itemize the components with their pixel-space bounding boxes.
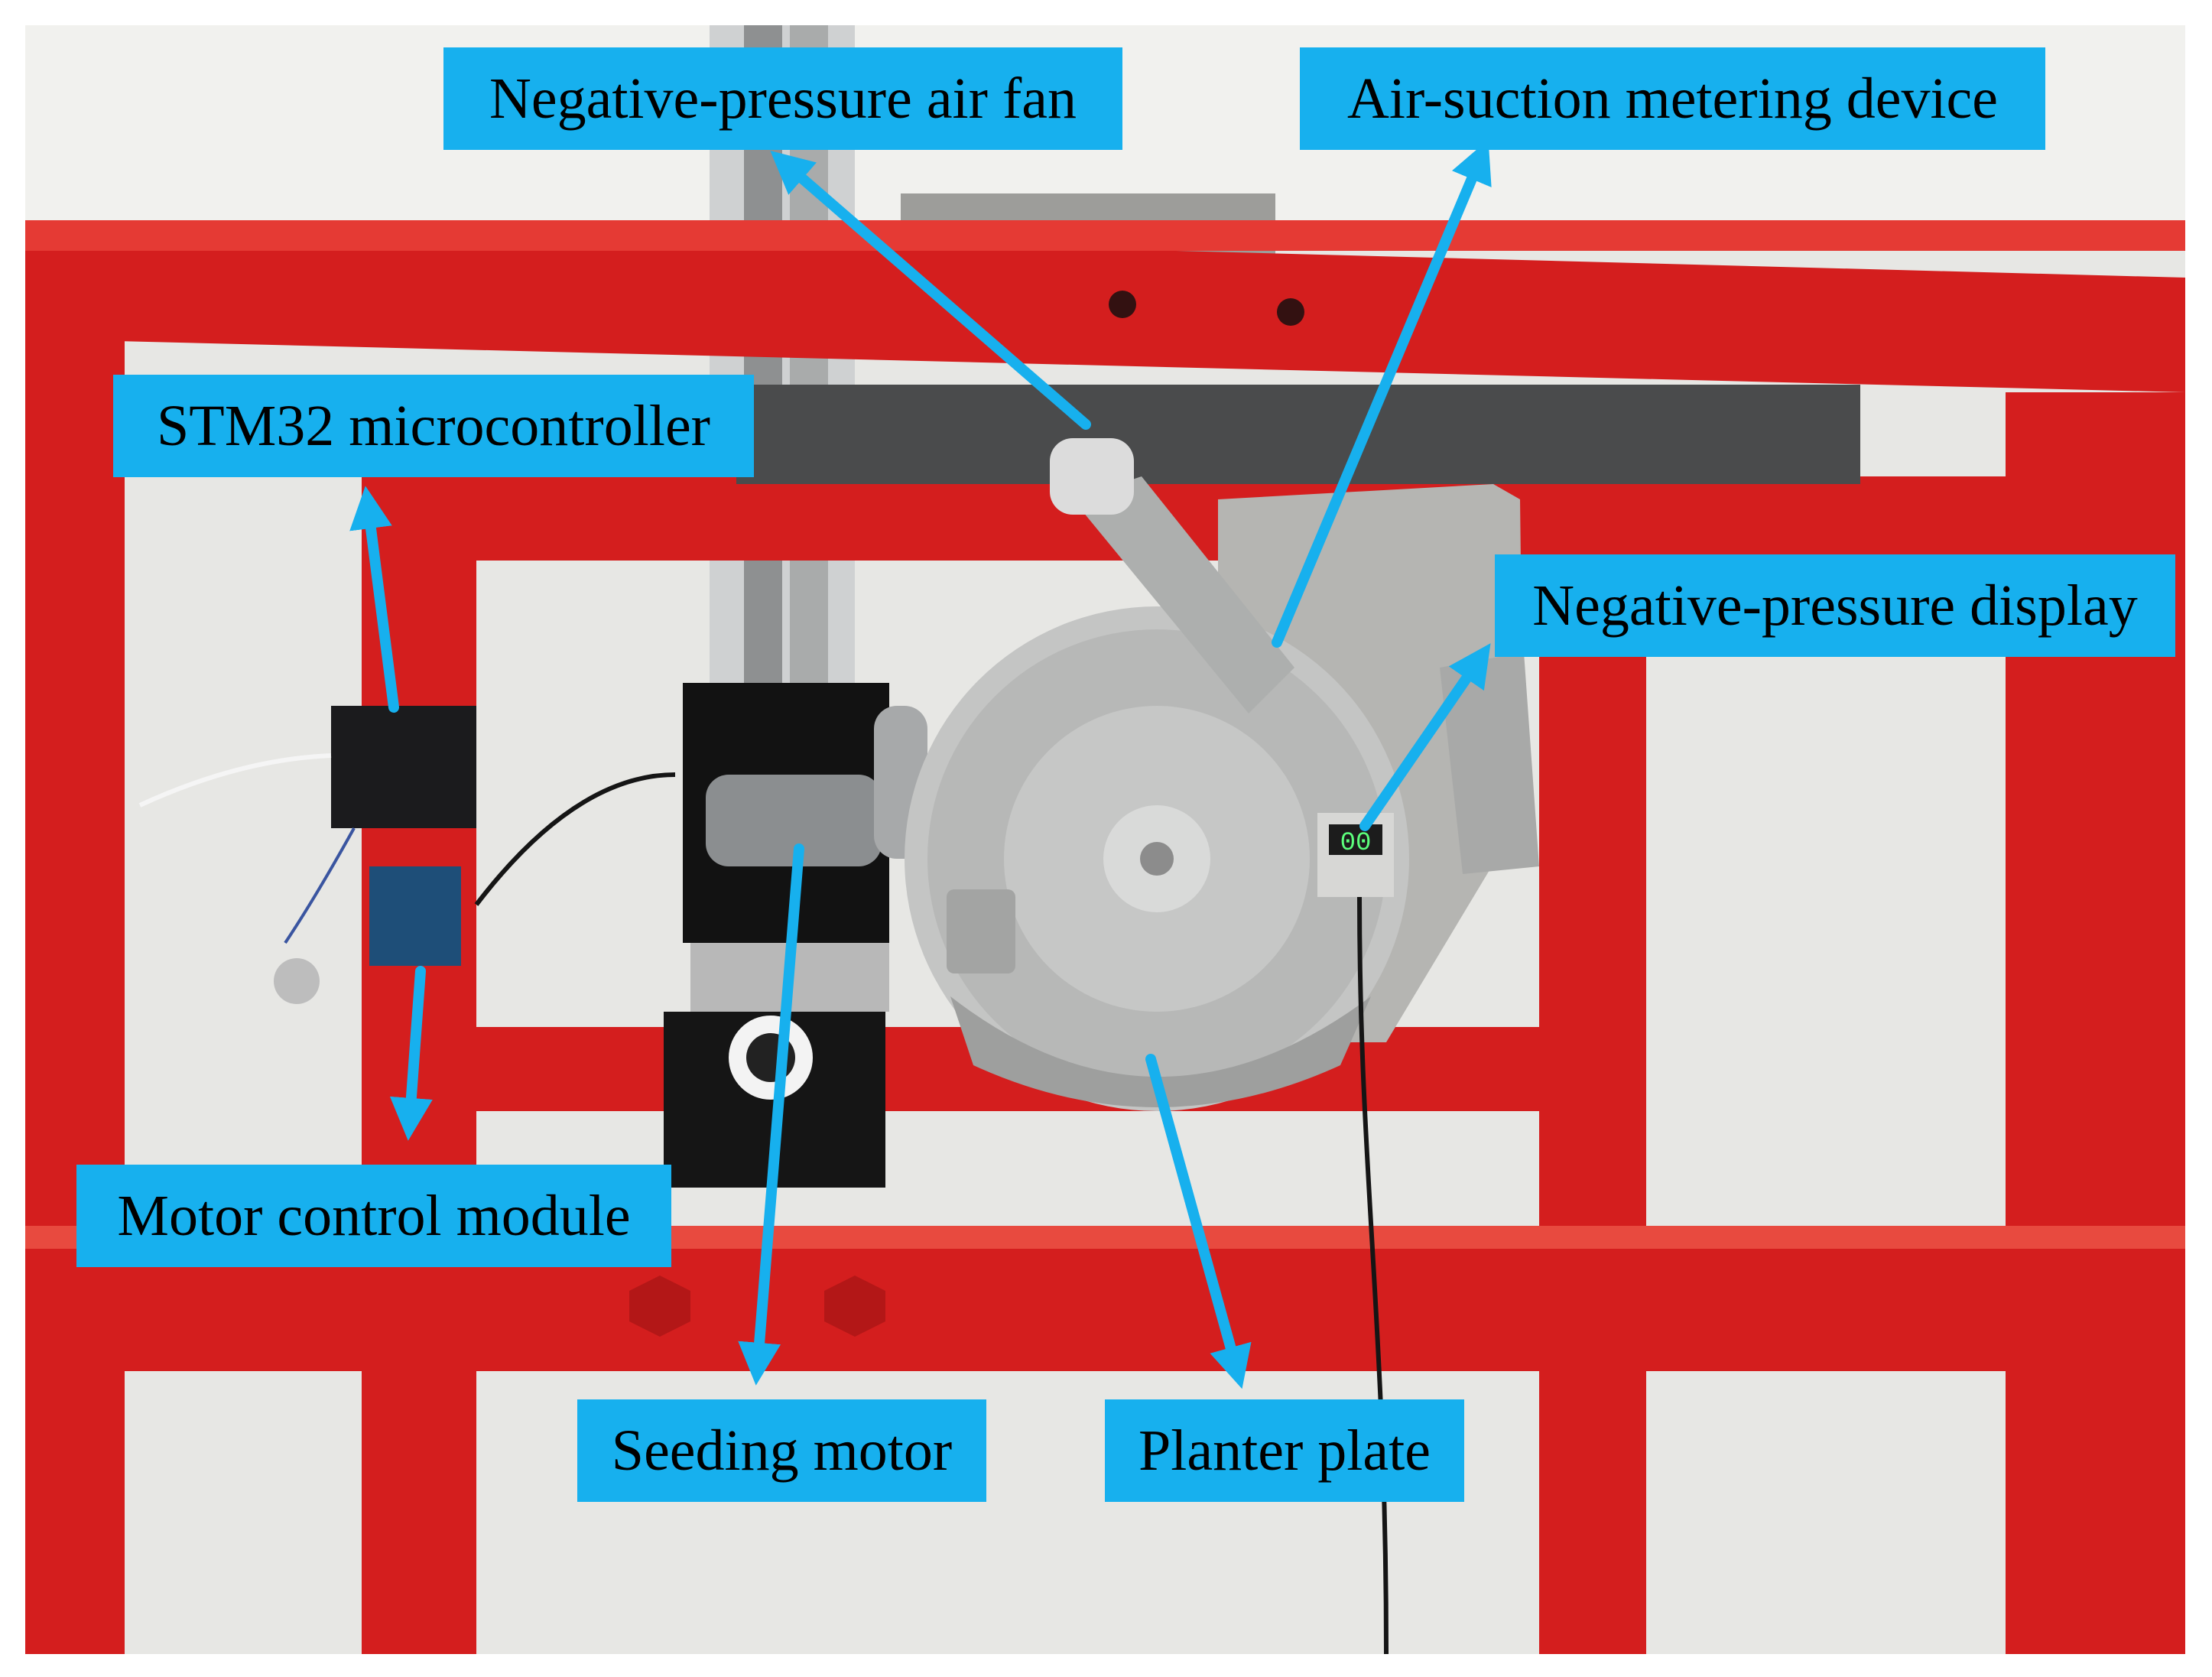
label-negative-pressure-display: Negative-pressure display [1495,554,2175,657]
electronics [138,706,676,1004]
label-seeding-motor: Seeding motor [577,1399,986,1502]
label-motor-control-module: Motor control module [76,1165,671,1267]
label-stm32-microcontroller: STM32 microcontroller [113,375,754,477]
label-planter-plate: Planter plate [1105,1399,1464,1502]
label-negative-pressure-air-fan: Negative-pressure air fan [443,47,1122,150]
display-reading: 00 [1340,829,1372,858]
label-air-suction-metering-device: Air-suction metering device [1300,47,2045,150]
